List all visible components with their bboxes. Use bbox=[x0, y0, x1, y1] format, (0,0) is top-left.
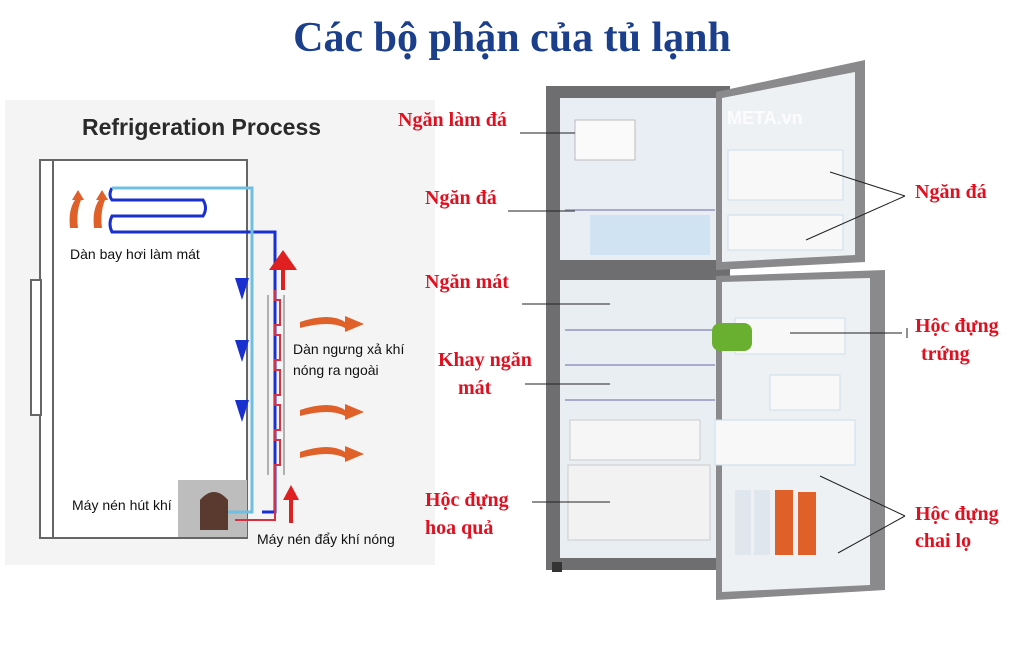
compressor-discharge-label: Máy nén đẩy khí nóng bbox=[257, 531, 395, 547]
compressor-suction-label: Máy nén hút khí bbox=[72, 497, 172, 513]
freezer-label: Ngăn đá bbox=[425, 187, 497, 209]
fruit-box-label-line1: Hộc đựng bbox=[425, 489, 509, 511]
egg-holder-label-line1: Hộc đựng bbox=[915, 315, 999, 337]
freezer-door-label: Ngăn đá bbox=[915, 181, 987, 203]
condenser-label-line1: Dàn ngưng xả khí bbox=[293, 341, 405, 357]
leader-lines bbox=[508, 132, 908, 554]
compressor-icon bbox=[200, 492, 228, 530]
condenser-label-line2: nóng ra ngoài bbox=[293, 362, 379, 378]
flow-arrows-down bbox=[235, 278, 249, 422]
fridge-photo bbox=[546, 60, 885, 600]
fridge-label: Ngăn mát bbox=[425, 271, 509, 293]
condenser-icon bbox=[235, 290, 285, 521]
fruit-box-label-line2: hoa quả bbox=[425, 517, 494, 539]
fridge-tray-label-line2: mát bbox=[458, 377, 492, 399]
bottle-holder-label-line2: chai lọ bbox=[915, 530, 972, 552]
process-title: Refrigeration Process bbox=[82, 114, 322, 140]
suction-pipe bbox=[112, 186, 254, 514]
evaporator-label: Dàn bay hơi làm mát bbox=[70, 246, 200, 262]
egg-box bbox=[712, 323, 752, 351]
fridge-tray-label-line1: Khay ngăn bbox=[438, 349, 532, 371]
heat-arrows-out bbox=[69, 190, 364, 462]
watermark: META.vn bbox=[727, 108, 803, 128]
heat-arrows-up bbox=[269, 250, 299, 523]
egg-holder-label-line2: trứng bbox=[921, 343, 970, 365]
ice-maker-label: Ngăn làm đá bbox=[398, 109, 507, 131]
bottle-holder-label-line1: Hộc đựng bbox=[915, 503, 999, 525]
page-title: Các bộ phận của tủ lạnh bbox=[293, 15, 731, 61]
